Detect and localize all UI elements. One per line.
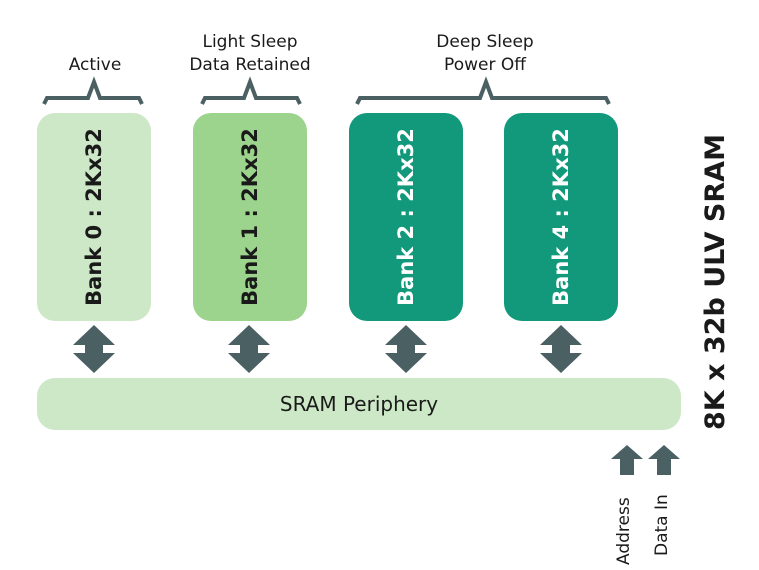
bank-2-label: Bank 2 : 2Kx32 <box>394 128 419 306</box>
group-label-active: Active <box>40 54 150 77</box>
group-label-deep-sleep-line1: Deep Sleep <box>436 32 534 52</box>
up-arrow-icon-data-in <box>648 445 680 475</box>
group-label-deep-sleep-line2: Power Off <box>444 55 526 75</box>
group-label-deep-sleep: Deep Sleep Power Off <box>410 31 560 77</box>
brace-active-line <box>42 76 144 105</box>
brace-deep-sleep-line <box>355 76 611 105</box>
bank-1-label: Bank 1 : 2Kx32 <box>238 128 263 306</box>
brace-light-sleep-line <box>200 76 302 105</box>
double-arrow-icon-bank-1 <box>228 325 270 373</box>
diagram-title: 8K x 32b ULV SRAM <box>700 134 731 430</box>
sram-periphery: SRAM Periphery <box>37 378 681 430</box>
input-label-address: Address <box>614 497 634 565</box>
bank-0-label: Bank 0 : 2Kx32 <box>82 128 107 306</box>
group-label-light-sleep-line2: Data Retained <box>189 55 311 75</box>
bank-2: Bank 2 : 2Kx32 <box>349 113 463 321</box>
bank-4-label: Bank 4 : 2Kx32 <box>549 128 574 306</box>
group-label-active-text: Active <box>68 55 122 75</box>
bank-1: Bank 1 : 2Kx32 <box>193 113 307 321</box>
group-label-light-sleep: Light Sleep Data Retained <box>180 31 320 77</box>
double-arrow-icon-bank-4 <box>540 325 582 373</box>
bank-0: Bank 0 : 2Kx32 <box>37 113 151 321</box>
double-arrow-icon-bank-0 <box>73 325 115 373</box>
input-label-data-in: Data In <box>652 494 672 556</box>
sram-periphery-label: SRAM Periphery <box>279 392 439 416</box>
up-arrow-icon-address <box>611 445 643 475</box>
double-arrow-icon-bank-2 <box>385 325 427 373</box>
bank-4: Bank 4 : 2Kx32 <box>504 113 618 321</box>
group-label-light-sleep-line1: Light Sleep <box>202 32 298 52</box>
